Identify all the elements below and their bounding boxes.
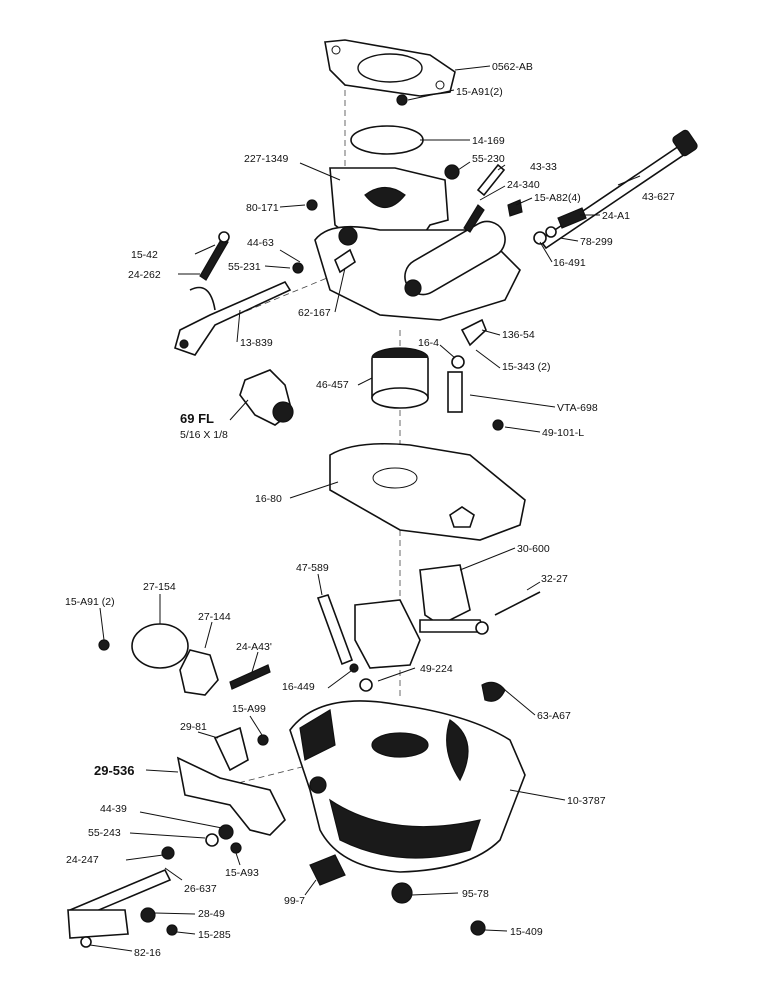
label-15-a93: 15-A93 (225, 867, 259, 879)
label-14-169: 14-169 (472, 135, 505, 147)
label-0562-ab: 0562-AB (492, 61, 533, 73)
label-16-449: 16-449 (282, 681, 315, 693)
float-assembly-part (354, 564, 541, 669)
label-69-fl: 69 FL (180, 411, 214, 426)
choke-parts (98, 623, 271, 696)
elbow-fitting-part (239, 369, 294, 426)
label-15-343: 15-343 (2) (502, 361, 550, 373)
label-24-340: 24-340 (507, 179, 540, 191)
seal-part (533, 231, 547, 245)
label-32-27: 32-27 (541, 573, 568, 585)
label-16-491: 16-491 (553, 257, 586, 269)
label-29-81: 29-81 (180, 721, 207, 733)
label-24-247: 24-247 (66, 854, 99, 866)
label-27-154: 27-154 (143, 581, 176, 593)
label-62-167: 62-167 (298, 307, 331, 319)
label-10-3787: 10-3787 (567, 795, 606, 807)
float-bowl-part (289, 700, 526, 873)
label-44-39: 44-39 (100, 803, 127, 815)
label-55-230: 55-230 (472, 153, 505, 165)
label-16-4: 16-4 (418, 337, 439, 349)
part-number-labels: 0562-AB 15-A91(2) 14-169 227-1349 55-230… (65, 61, 675, 959)
screw-part (507, 199, 523, 217)
washer-part (545, 226, 557, 238)
label-26-637: 26-637 (184, 883, 217, 895)
float-part (371, 347, 429, 409)
throttle-body-part (314, 167, 521, 321)
screw-part-top (396, 94, 408, 106)
label-82-16: 82-16 (134, 947, 161, 959)
label-15-a99: 15-A99 (232, 703, 266, 715)
label-13-839: 13-839 (240, 337, 273, 349)
label-15-a91-top: 15-A91(2) (456, 86, 503, 98)
screw-part-2 (306, 199, 318, 211)
label-15-a91-left: 15-A91 (2) (65, 596, 115, 608)
label-49-101-l: 49-101-L (542, 427, 584, 439)
label-29-536: 29-536 (94, 763, 134, 778)
label-55-243: 55-243 (88, 827, 121, 839)
label-30-600: 30-600 (517, 543, 550, 555)
label-15-285: 15-285 (198, 929, 231, 941)
label-99-7: 99-7 (284, 895, 305, 907)
label-24-a43: 24-A43' (236, 641, 272, 653)
throttle-lever-part (174, 231, 292, 356)
label-vta-698: VTA-698 (557, 402, 598, 414)
label-95-78: 95-78 (462, 888, 489, 900)
leader-lines (89, 65, 641, 952)
throttle-plate-part (350, 125, 424, 155)
label-47-589: 47-589 (296, 562, 329, 574)
label-15-a82: 15-A82(4) (534, 192, 581, 204)
label-28-49: 28-49 (198, 908, 225, 920)
pin-part (334, 248, 356, 274)
upper-small-parts (292, 129, 698, 274)
label-69-fl-size: 5/16 X 1/8 (180, 429, 228, 441)
label-43-627: 43-627 (642, 191, 675, 203)
spring-part (463, 204, 485, 233)
label-43-33: 43-33 (530, 161, 557, 173)
label-227-1349: 227-1349 (244, 153, 289, 165)
plug-part (444, 164, 460, 180)
label-136-54: 136-54 (502, 329, 535, 341)
label-15-409: 15-409 (510, 926, 543, 938)
label-46-457: 46-457 (316, 379, 349, 391)
adjust-spring-part (557, 207, 587, 229)
label-55-231: 55-231 (228, 261, 261, 273)
label-24-262: 24-262 (128, 269, 161, 281)
needle-valve-seat-part (447, 318, 504, 431)
bowl-small-parts (67, 681, 506, 948)
label-16-80: 16-80 (255, 493, 282, 505)
label-63-a67: 63-A67 (537, 710, 571, 722)
label-80-171: 80-171 (246, 202, 279, 214)
needle-valve-part (476, 163, 506, 197)
label-78-299: 78-299 (580, 236, 613, 248)
washer-part-2 (292, 262, 304, 274)
label-15-42: 15-42 (131, 249, 158, 261)
flange-gasket-part (324, 39, 456, 97)
label-44-63: 44-63 (247, 237, 274, 249)
label-49-224: 49-224 (420, 663, 453, 675)
label-27-144: 27-144 (198, 611, 231, 623)
bowl-gasket-part (329, 442, 526, 541)
label-24-a1: 24-A1 (602, 210, 630, 222)
main-jet-part (316, 594, 373, 692)
